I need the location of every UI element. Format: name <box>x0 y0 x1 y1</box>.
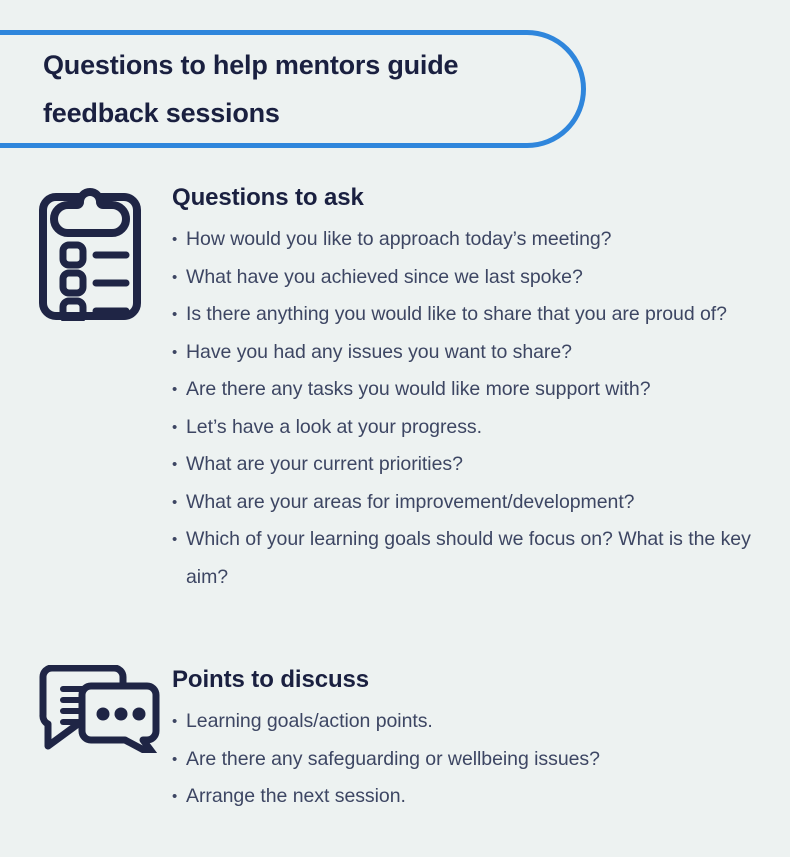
clipboard-checklist-icon <box>38 183 158 323</box>
list-item: Have you had any issues you want to shar… <box>172 334 772 372</box>
section-heading: Questions to ask <box>172 184 364 211</box>
section-heading: Points to discuss <box>172 666 370 693</box>
list-item: What are your areas for improvement/deve… <box>172 484 772 522</box>
points-list: Learning goals/action points. Are there … <box>172 703 772 816</box>
list-item: Let’s have a look at your progress. <box>172 409 772 447</box>
page-title: Questions to help mentors guide feedback… <box>43 49 459 128</box>
list-item: Learning goals/action points. <box>172 703 772 741</box>
list-item: Arrange the next session. <box>172 778 772 816</box>
list-item: What are your current priorities? <box>172 446 772 484</box>
list-item: Which of your learning goals should we f… <box>172 521 772 596</box>
questions-list: How would you like to approach today’s m… <box>172 221 772 596</box>
list-item: Is there anything you would like to shar… <box>172 296 772 334</box>
list-item: Are there any safeguarding or wellbeing … <box>172 741 772 779</box>
section-body: Points to discuss Learning goals/action … <box>172 665 772 816</box>
section-body: Questions to ask How would you like to a… <box>172 183 772 596</box>
list-item: Are there any tasks you would like more … <box>172 371 772 409</box>
list-item: How would you like to approach today’s m… <box>172 221 772 259</box>
header-pill: Questions to help mentors guide feedback… <box>0 30 586 148</box>
list-item: What have you achieved since we last spo… <box>172 259 772 297</box>
speech-bubbles-icon <box>38 665 160 805</box>
